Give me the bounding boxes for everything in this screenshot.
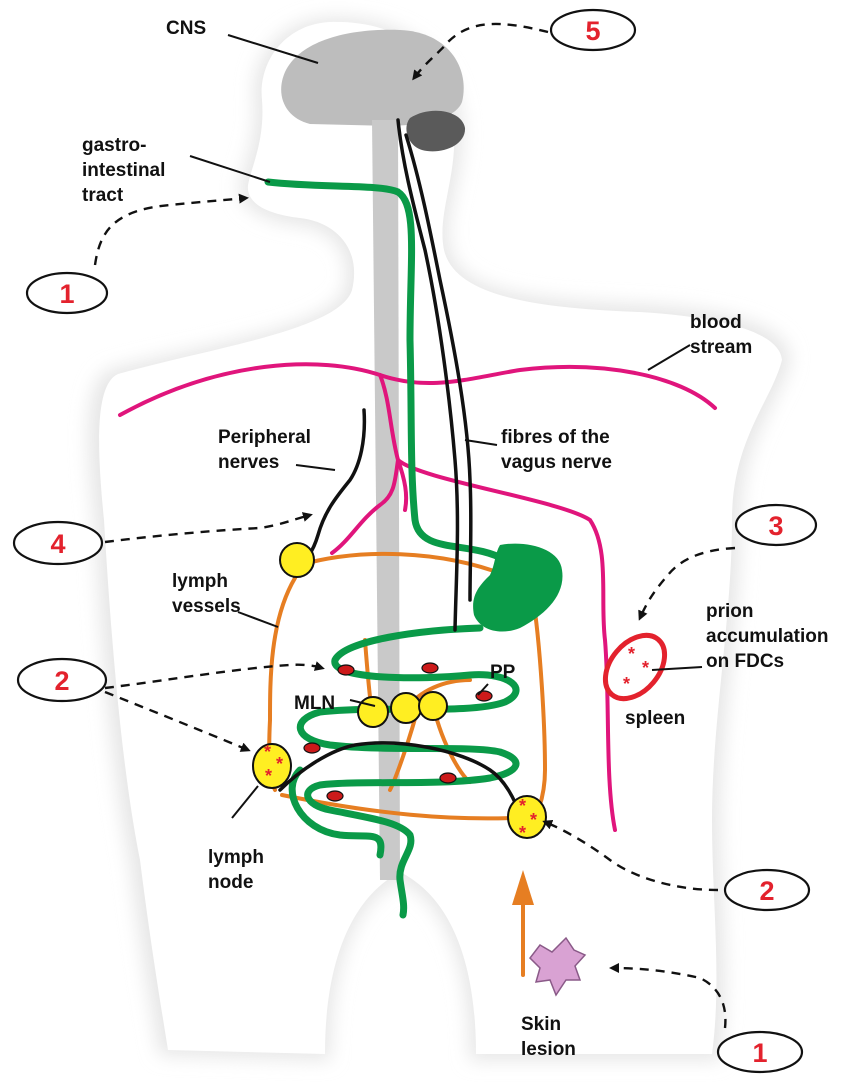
svg-text:3: 3 — [768, 511, 783, 541]
svg-text:*: * — [642, 658, 649, 678]
step-marker-4: 4 — [14, 522, 102, 564]
lymph-node-top — [280, 543, 314, 577]
svg-text:2: 2 — [54, 666, 69, 696]
lymph-node-right — [508, 796, 546, 838]
step-marker-5: 5 — [551, 10, 635, 50]
step-marker-2-left: 2 — [18, 659, 106, 701]
label-peripheral-line1: Peripheral — [218, 427, 311, 448]
label-spleen: spleen — [625, 708, 685, 729]
label-blood-line1: blood — [690, 312, 742, 333]
mln-node-1 — [358, 697, 388, 727]
step-marker-2-right: 2 — [725, 870, 809, 910]
label-pp: PP — [490, 662, 516, 683]
label-skin-line2: lesion — [521, 1039, 576, 1060]
label-gi-line2: intestinal — [82, 160, 165, 181]
body-silhouette — [89, 18, 790, 1060]
label-gi-line1: gastro- — [82, 135, 146, 156]
label-mln: MLN — [294, 693, 335, 714]
label-lymph-vessels-line1: lymph — [172, 571, 228, 592]
svg-text:5: 5 — [585, 16, 600, 46]
label-lymph-node-line2: node — [208, 872, 253, 893]
label-gi-line3: tract — [82, 185, 124, 206]
label-vagus-line1: fibres of the — [501, 427, 610, 448]
step-marker-1-bottom: 1 — [718, 1032, 802, 1072]
label-lymph-vessels-line2: vessels — [172, 596, 241, 617]
svg-text:2: 2 — [759, 876, 774, 906]
prion-mark: * — [265, 766, 272, 786]
svg-text:4: 4 — [50, 529, 65, 559]
step-marker-1-top: 1 — [27, 273, 107, 313]
mln-node-2 — [391, 693, 421, 723]
label-prion-line3: on FDCs — [706, 651, 784, 672]
label-cns: CNS — [166, 18, 206, 39]
label-blood-line2: stream — [690, 337, 752, 358]
svg-text:1: 1 — [59, 279, 74, 309]
svg-text:*: * — [628, 644, 635, 664]
prion-mark: * — [530, 810, 537, 830]
prion-mark: * — [276, 754, 283, 774]
mln-node-3 — [419, 692, 447, 720]
step-marker-3: 3 — [736, 505, 816, 545]
label-lymph-node-line1: lymph — [208, 847, 264, 868]
label-prion-line1: prion — [706, 601, 754, 622]
prion-mark: * — [519, 796, 526, 816]
prion-mark: * — [519, 823, 526, 843]
svg-text:1: 1 — [752, 1038, 767, 1068]
label-prion-line2: accumulation — [706, 626, 828, 647]
svg-text:*: * — [623, 674, 630, 694]
label-vagus-line2: vagus nerve — [501, 452, 612, 473]
prion-mark: * — [264, 742, 271, 762]
label-peripheral-line2: nerves — [218, 452, 279, 473]
label-skin-line1: Skin — [521, 1014, 561, 1035]
